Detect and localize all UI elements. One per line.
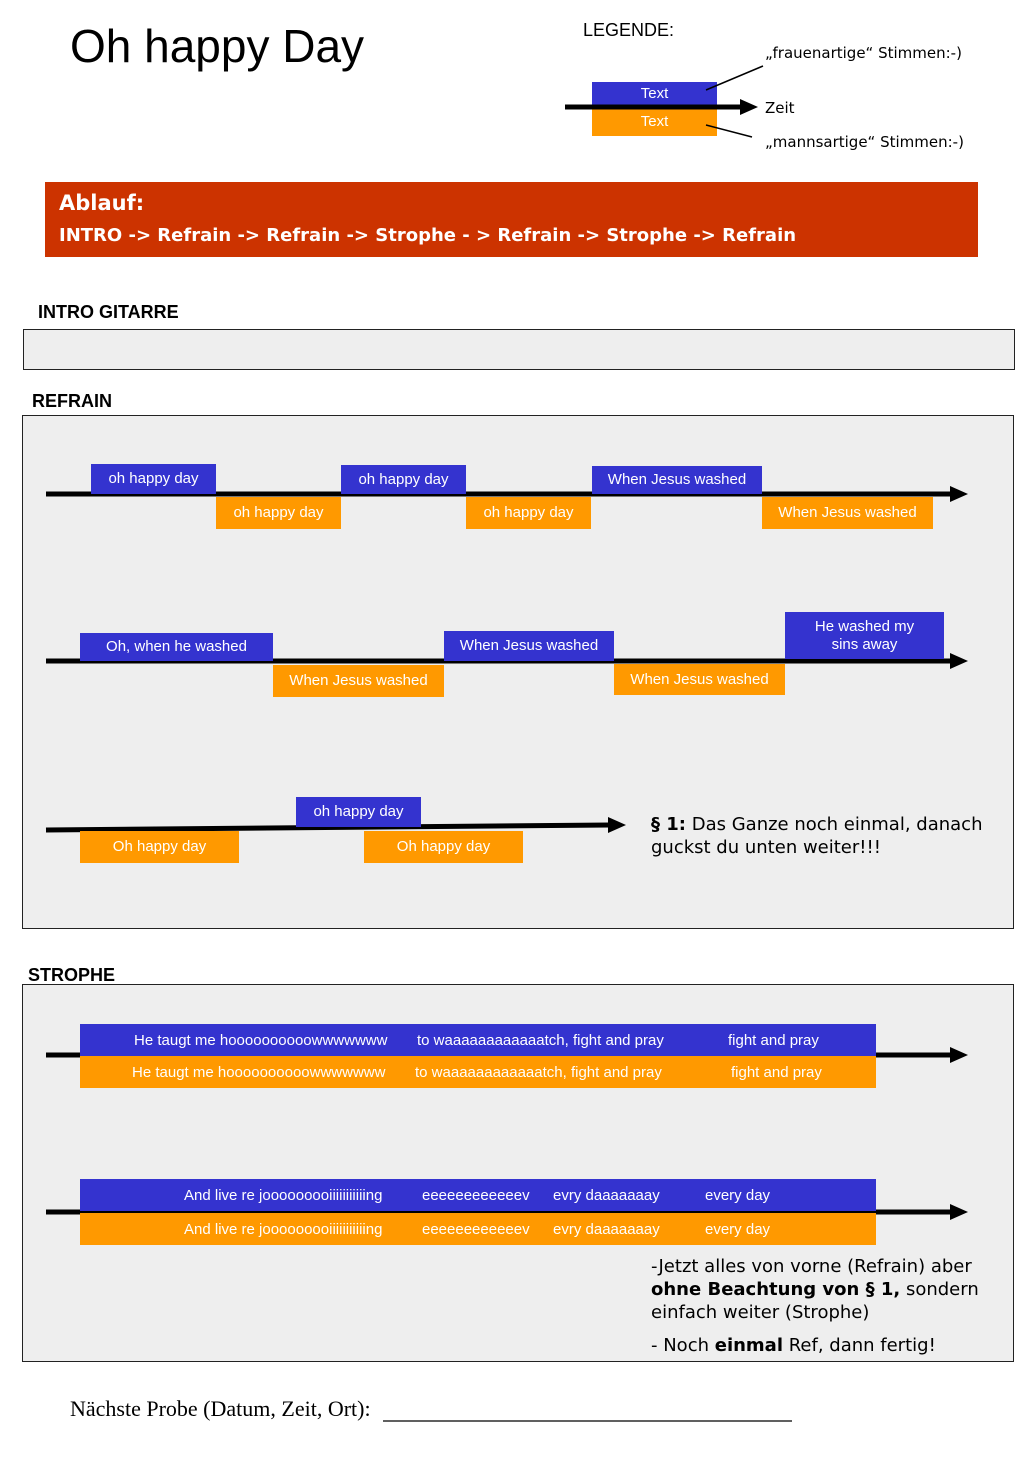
legend-male-pointer [705,124,753,138]
refrain-row1-box: oh happy day [341,465,466,494]
strophe-line2-female-part: eeeeeeeeeeeev [422,1186,530,1204]
legend-female-note: „frauenartige“ Stimmen:-) [765,44,962,62]
strophe-note-1-c: sondern einfach weiter (Strophe) [651,1279,979,1323]
strophe-note-2: - Noch einmal Ref, dann fertig! [651,1334,1011,1357]
strophe-line1-female-part: He taugt me hoooooooooowwwwwww [134,1031,388,1049]
legend-female-sample: Text [592,82,717,106]
strophe-line1-arrow-head [950,1047,968,1063]
refrain-row2-box: When Jesus washed [444,631,614,661]
strophe-line2-female-part: And live re jooooooooiiiiiiiiiiing [184,1186,383,1204]
refrain-row2-box: When Jesus washed [273,665,444,697]
strophe-line1-male-part: He taugt me hoooooooooowwwwwww [132,1063,386,1081]
refrain-note: § 1: Das Ganze noch einmal, danach gucks… [651,813,1013,859]
strophe-note-2-c: Ref, dann fertig! [783,1335,936,1356]
strophe-line2-male-part: And live re jooooooooiiiiiiiiiiing [184,1220,383,1238]
legend-arrow-head [740,99,758,115]
strophe-line2-female-part: evry daaaaaaay [553,1186,660,1204]
intro-panel [23,329,1015,370]
refrain-row2-box: Oh, when he washed [80,633,273,661]
strophe-note-1-bold: ohne Beachtung von § 1, [651,1279,901,1300]
strophe-line1-male: He taugt me hoooooooooowwwwwww to waaaaa… [80,1056,876,1088]
refrain-row1-box: oh happy day [466,497,591,529]
refrain-label: REFRAIN [32,391,112,411]
strophe-line1-female-part: to waaaaaaaaaaaatch, fight and pray [417,1031,664,1049]
refrain-row2-box: He washed my sins away [785,612,944,659]
refrain-row1-box: When Jesus washed [762,497,933,529]
strophe-note-1: -Jetzt alles von vorne (Refrain) aber oh… [651,1255,1011,1324]
intro-label: INTRO GITARRE [38,302,179,322]
refrain-row3-arrow-head [608,817,626,833]
refrain-row2-box: When Jesus washed [614,664,785,695]
legend-time-label: Zeit [765,99,795,117]
strophe-line1-female-part: fight and pray [728,1031,819,1049]
refrain-row3-box: oh happy day [296,797,421,827]
refrain-row1-box: oh happy day [91,464,216,494]
strophe-line2-male-part: eeeeeeeeeeeev [422,1220,530,1238]
strophe-note-1-a: -Jetzt alles von vorne (Refrain) aber [651,1256,972,1277]
strophe-line2-male-part: evry daaaaaaay [553,1220,660,1238]
strophe-note-2-bold: einmal [714,1335,783,1356]
strophe-line2-female-part: every day [705,1186,771,1204]
legend-male-sample: Text [592,108,717,136]
refrain-row1-box: When Jesus washed [592,466,762,494]
strophe-line1-male-part: to waaaaaaaaaaaatch, fight and pray [415,1063,662,1081]
legend-male-note: „mannsartige“ Stimmen:-) [765,133,964,151]
refrain-row2-arrow-head [950,653,968,669]
refrain-row3-arrow-line [45,822,611,833]
strophe-note-2-a: - Noch [651,1335,715,1356]
refrain-note-text: Das Ganze noch einmal, danach guckst du … [651,814,983,858]
strophe-line1-male-part: fight and pray [731,1063,822,1081]
ablauf-sequence: INTRO -> Refrain -> Refrain -> Strophe -… [59,225,797,246]
legend-heading: LEGENDE: [583,20,675,40]
refrain-row3-box: Oh happy day [364,831,523,863]
legend-female-pointer [705,65,764,91]
refrain-row3-box: Oh happy day [80,831,239,863]
refrain-row1-arrow-head [950,486,968,502]
refrain-row1-box: oh happy day [216,497,341,529]
ablauf-heading: Ablauf: [59,191,145,215]
ablauf-banner: Ablauf: INTRO -> Refrain -> Refrain -> S… [45,182,978,257]
strophe-line2-male-part: every day [705,1220,771,1238]
strophe-line2-female: And live re jooooooooiiiiiiiiiiing eeeee… [80,1179,876,1211]
strophe-label: STROPHE [28,965,116,985]
strophe-line2-male: And live re jooooooooiiiiiiiiiiing eeeee… [80,1213,876,1245]
page-title: Oh happy Day [70,20,365,72]
refrain-note-bold: § 1: [651,814,686,835]
strophe-line2-arrow-head [950,1204,968,1220]
footer-next-rehearsal: Nächste Probe (Datum, Zeit, Ort): [70,1396,371,1421]
strophe-line1-female: He taugt me hoooooooooowwwwwww to waaaaa… [80,1024,876,1056]
